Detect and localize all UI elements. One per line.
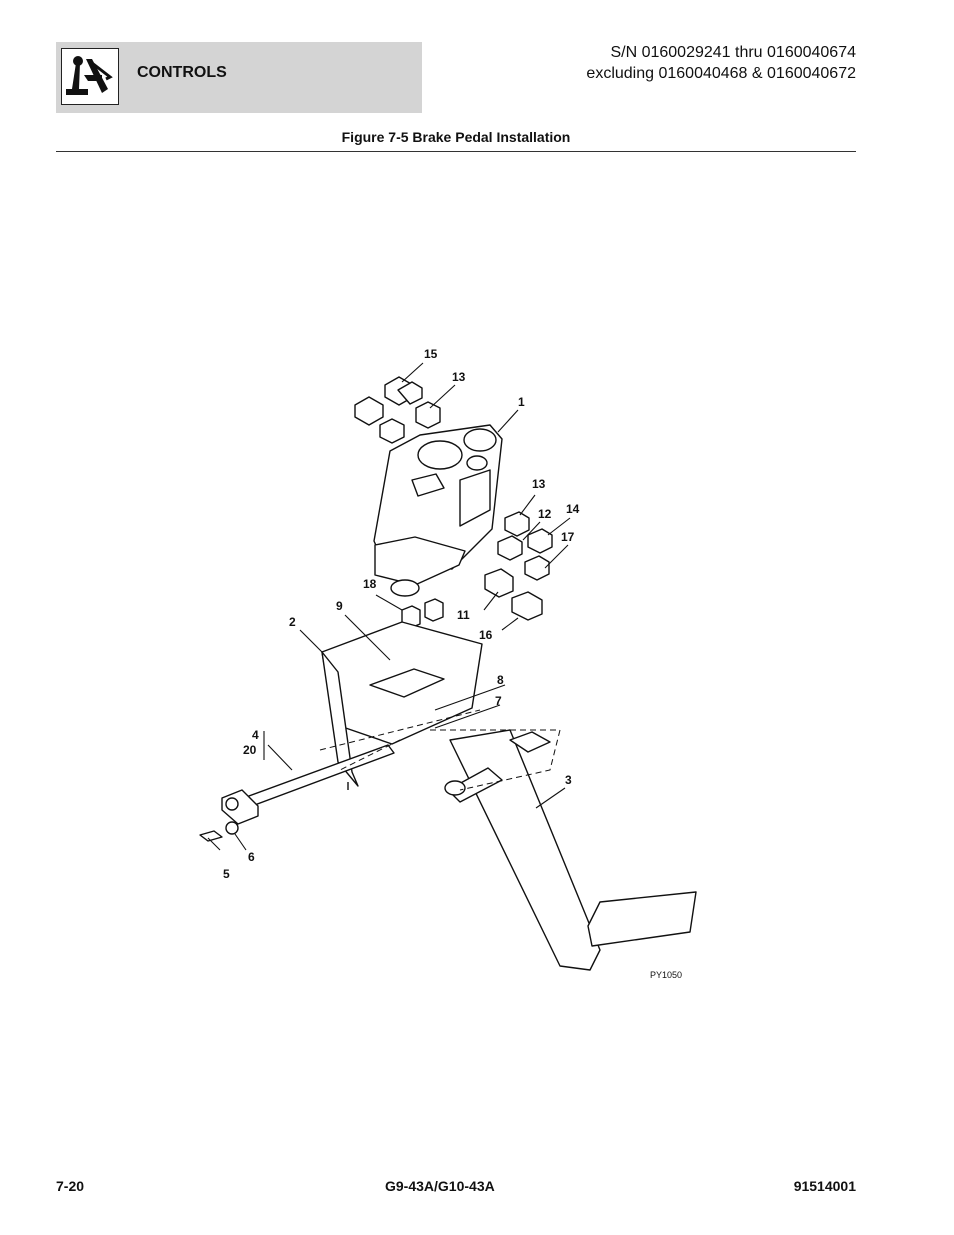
callout-5: 5 <box>223 867 230 881</box>
brake-pedal <box>444 729 697 971</box>
callout-15: 15 <box>424 347 438 361</box>
fitting-left <box>354 396 405 444</box>
callout-3: 3 <box>565 773 572 787</box>
callout-18: 18 <box>363 577 377 591</box>
serial-line-2: excluding 0160040468 & 0160040672 <box>586 65 856 82</box>
fitting-13-top <box>415 401 441 429</box>
serial-range: S/N 0160029241 thru 0160040674 excluding… <box>586 42 856 84</box>
callout-1: 1 <box>518 395 525 409</box>
callout-14: 14 <box>566 502 580 516</box>
callout-8: 8 <box>497 673 504 687</box>
pivot-shaft <box>221 744 395 825</box>
section-title: CONTROLS <box>137 64 227 81</box>
figure-title: Figure 7-5 Brake Pedal Installation <box>341 129 571 145</box>
callout-16: 16 <box>479 628 493 642</box>
mounting-bracket <box>321 621 483 790</box>
callout-20: 20 <box>243 743 257 757</box>
callout-6: 6 <box>248 850 255 864</box>
page-number: 7-20 <box>56 1178 85 1194</box>
model-number: G9-43A/G10-43A <box>385 1178 495 1194</box>
fitting-15 <box>384 376 423 406</box>
document-number: 91514001 <box>793 1178 856 1194</box>
brake-valve-body <box>373 424 503 597</box>
callout-12: 12 <box>538 507 552 521</box>
callout-9: 9 <box>336 599 343 613</box>
joystick-control-icon <box>61 48 119 105</box>
callout-7: 7 <box>495 694 502 708</box>
callout-17: 17 <box>561 530 575 544</box>
callout-13-right: 13 <box>532 477 546 491</box>
header-rule <box>56 151 856 152</box>
callout-2: 2 <box>289 615 296 629</box>
callout-11: 11 <box>457 608 470 622</box>
brake-pedal-drawing <box>199 362 697 971</box>
drawing-code: PY1050 <box>650 970 683 980</box>
callout-13-top: 13 <box>452 370 466 384</box>
serial-line-1: S/N 0160029241 thru 0160040674 <box>610 44 856 61</box>
callout-4: 4 <box>252 728 259 742</box>
